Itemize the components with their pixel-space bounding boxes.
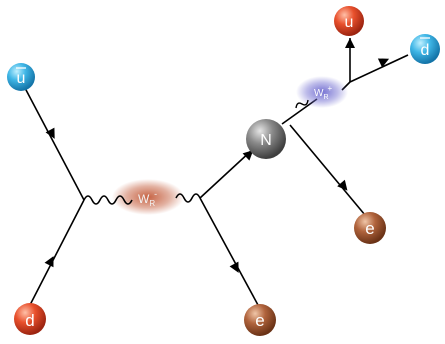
particle-d-in: d (14, 303, 46, 335)
arrow-e-2 (337, 179, 348, 191)
e-line-1 (199, 197, 259, 306)
arrow-d (44, 256, 54, 268)
w-boson-2-wiggle (295, 99, 309, 109)
w-boson-2-label: WR+ (314, 84, 333, 101)
w-boson-1-glow (112, 179, 184, 215)
w-boson-1: WR- (83, 179, 201, 215)
arrow-n (242, 150, 254, 161)
e-out-2-label: e (365, 219, 374, 238)
particle-u-bar-in: u (7, 63, 35, 91)
w-boson-1-label: WR- (138, 189, 157, 208)
e-line-2 (289, 124, 366, 216)
particle-e-out-1: e (244, 304, 276, 336)
d-line (29, 199, 85, 306)
d-bar-out-line (349, 54, 409, 83)
w-boson-2-glow (296, 76, 348, 108)
u-out-label: u (345, 14, 354, 31)
w-boson-1-wiggle (83, 193, 201, 205)
heavy-neutrino-label: N (260, 132, 272, 149)
particle-u-out: u (334, 6, 364, 36)
u-bar-in-label: u (17, 70, 26, 87)
e-out-1-label: e (255, 311, 264, 330)
u-bar-line (24, 87, 85, 201)
n-line-in (199, 149, 253, 199)
particle-e-out-2: e (354, 212, 386, 244)
arrowheads (44, 38, 390, 273)
d-bar-out-label: d (421, 42, 430, 59)
arrow-u-bar (45, 127, 55, 139)
arrow-d-bar-out (377, 58, 390, 68)
arrow-e-1 (229, 261, 239, 273)
particle-d-bar-out: d (410, 34, 440, 64)
w-boson-2: WR+ (295, 76, 348, 109)
particle-heavy-neutrino: N (246, 119, 286, 159)
d-in-label: d (25, 311, 34, 330)
arrow-u-out (345, 38, 355, 48)
fermion-lines (24, 38, 409, 306)
